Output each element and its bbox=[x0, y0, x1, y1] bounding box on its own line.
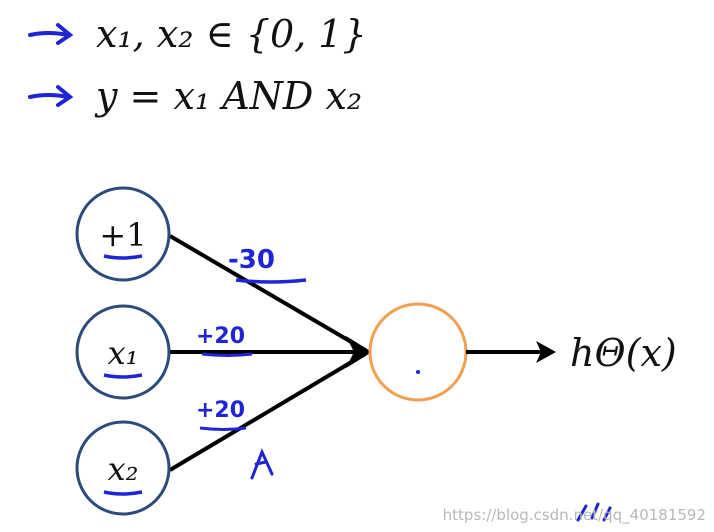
watermark: https://blog.csdn.net/qq_40181592 bbox=[442, 506, 706, 524]
output-label: hΘ(x) bbox=[570, 331, 677, 375]
node-output bbox=[368, 302, 468, 402]
handwritten-arrow-icon bbox=[28, 85, 74, 107]
node-bias-label: +1 bbox=[99, 216, 146, 254]
scribble-mark-icon bbox=[576, 502, 612, 522]
node-x1 bbox=[75, 304, 171, 400]
weight-bias-underline bbox=[235, 278, 307, 284]
weight-bias: -30 bbox=[228, 245, 275, 275]
underline-x1 bbox=[103, 373, 143, 379]
statement-output-text: y = x₁ AND x₂ bbox=[96, 74, 363, 118]
node-bias bbox=[75, 186, 171, 282]
output-dot bbox=[416, 370, 420, 374]
underline-bias bbox=[103, 254, 143, 260]
weight-x1-underline bbox=[201, 352, 253, 357]
pointer-mark-icon bbox=[250, 448, 274, 480]
merge-arrowhead-icon bbox=[346, 336, 372, 368]
node-x2 bbox=[75, 420, 171, 516]
output-arrowhead-icon bbox=[536, 341, 556, 363]
underline-x2 bbox=[103, 490, 143, 496]
node-x2-label: x₂ bbox=[108, 450, 139, 488]
weight-x1: +20 bbox=[196, 324, 245, 349]
statement-inputs-text: x₁, x₂ ∈ {0, 1} bbox=[96, 12, 367, 56]
statement-output: y = x₁ AND x₂ bbox=[24, 72, 362, 120]
statement-inputs: x₁, x₂ ∈ {0, 1} bbox=[24, 10, 367, 58]
edge-bias bbox=[168, 234, 367, 352]
node-x1-label: x₁ bbox=[108, 334, 139, 372]
weight-x2-underline bbox=[199, 426, 247, 431]
weight-x2: +20 bbox=[196, 398, 245, 423]
handwritten-arrow-icon bbox=[28, 23, 74, 45]
edge-x2 bbox=[168, 352, 367, 472]
